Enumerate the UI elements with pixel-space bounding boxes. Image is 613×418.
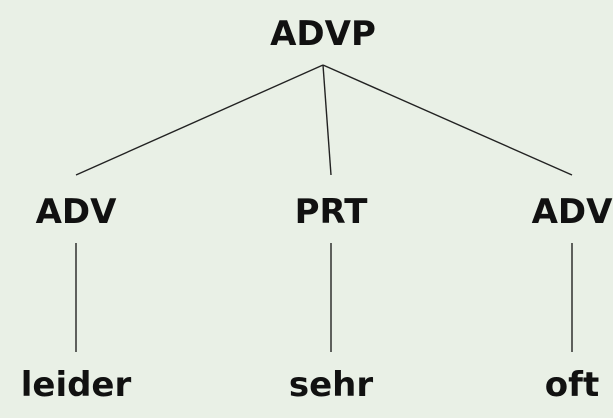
edge-root-prt xyxy=(322,64,332,176)
leaf-oft: oft xyxy=(544,365,600,405)
node-adv-1: ADV xyxy=(35,192,117,232)
node-root-advp: ADVP xyxy=(270,14,376,54)
edge-root-adv1 xyxy=(75,64,324,176)
leaf-sehr: sehr xyxy=(288,365,374,405)
leaf-leider: leider xyxy=(20,365,132,405)
node-adv-2: ADV xyxy=(531,192,613,232)
node-prt: PRT xyxy=(294,192,368,232)
edge-root-adv2 xyxy=(322,64,573,176)
